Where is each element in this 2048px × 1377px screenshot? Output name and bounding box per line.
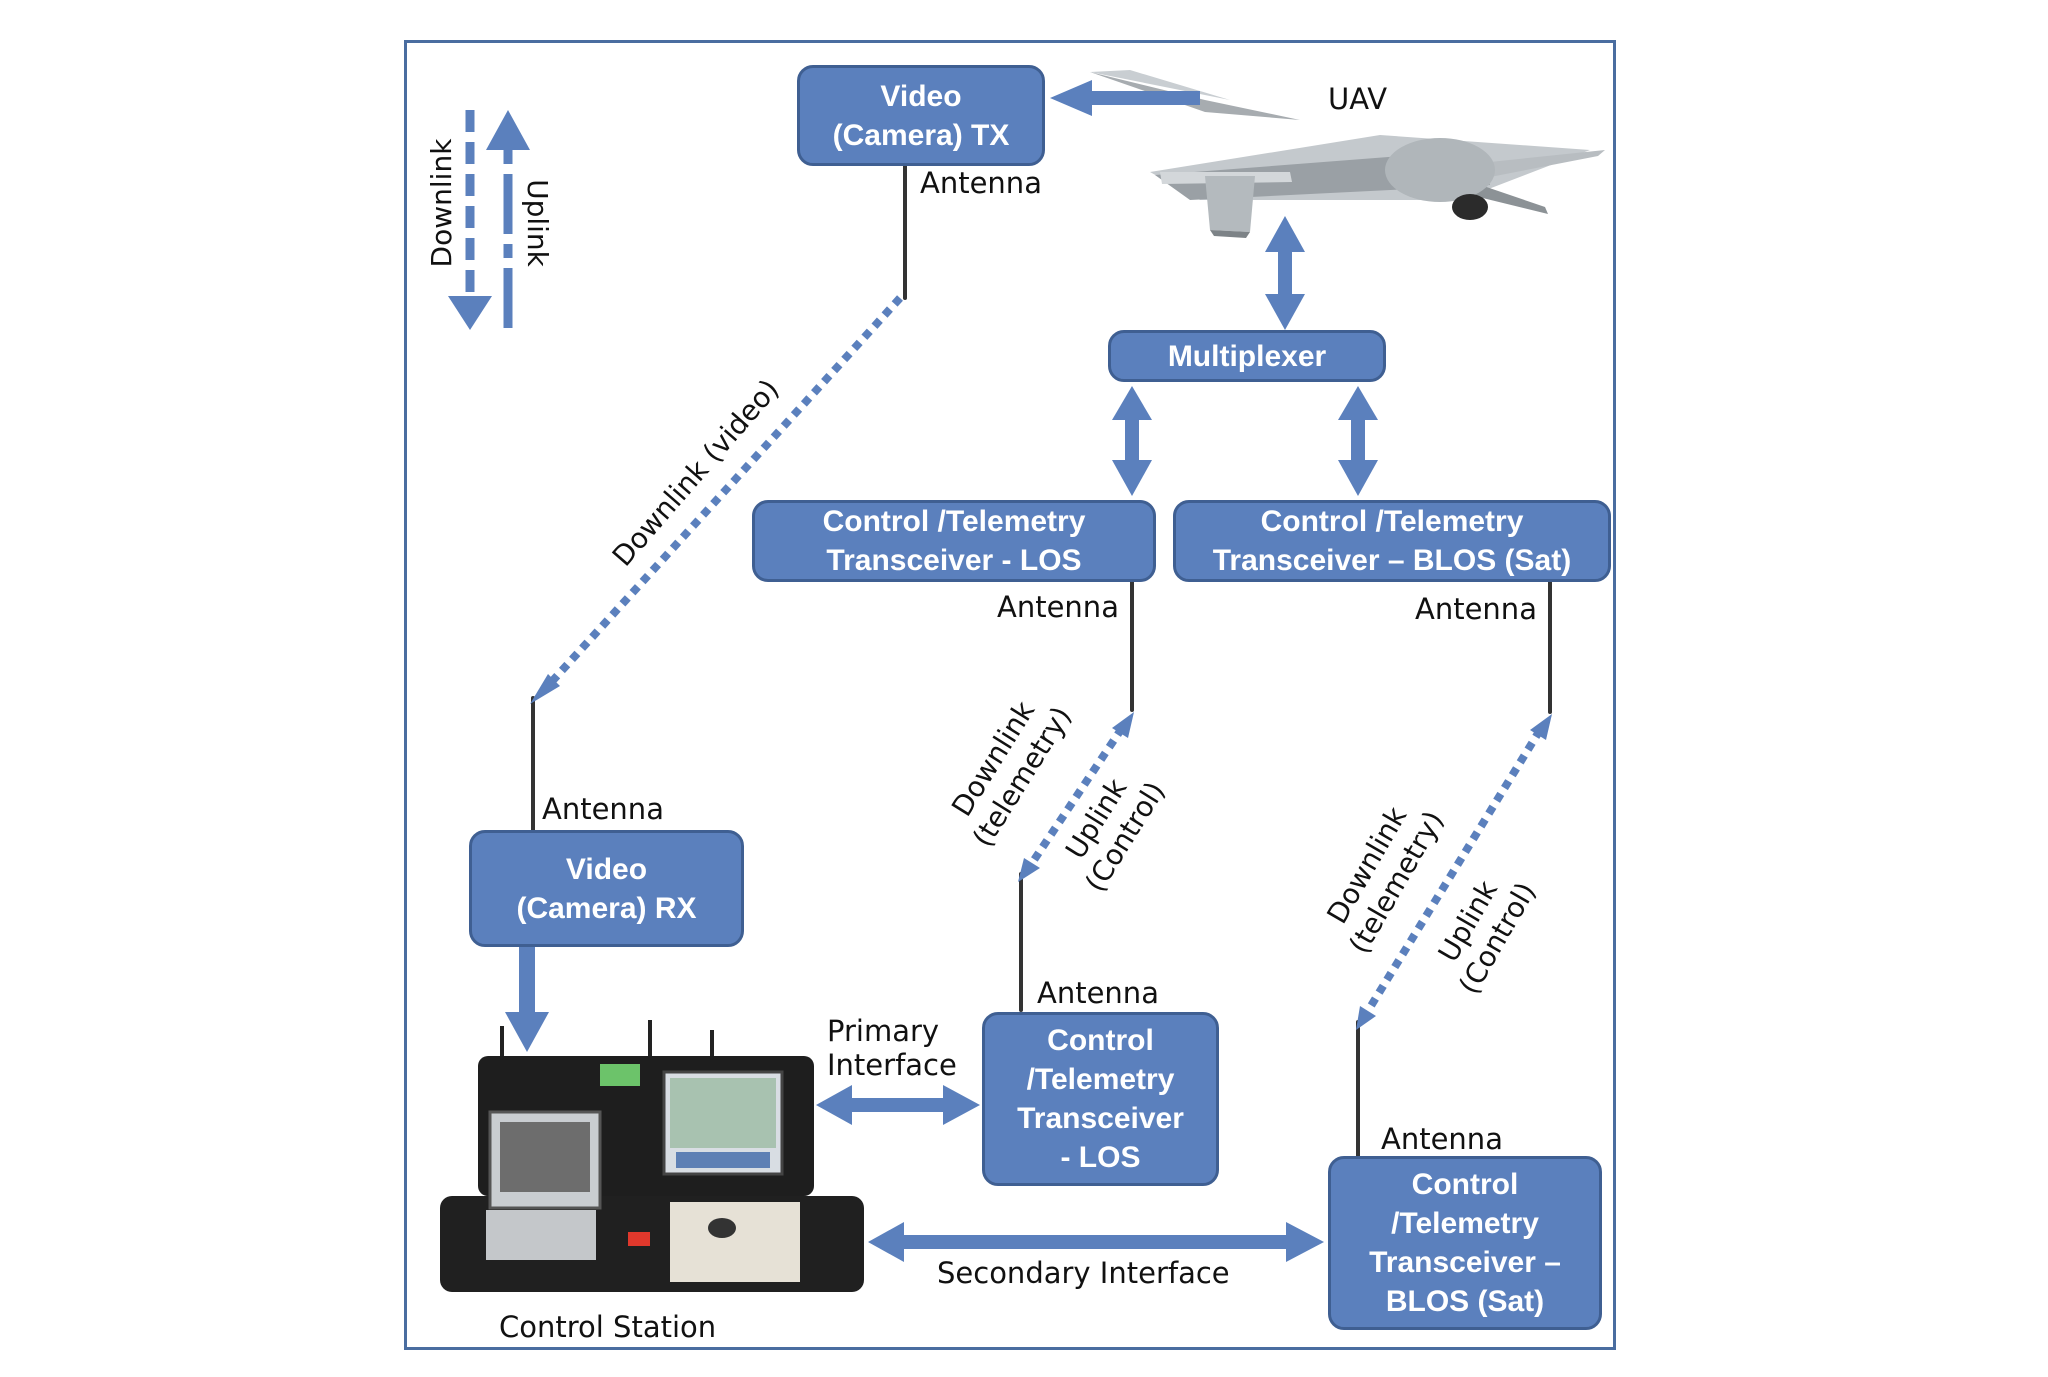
legend-downlink-arrow bbox=[448, 296, 492, 330]
antenna-label-blos-ground: Antenna bbox=[1381, 1122, 1503, 1156]
downlink-video-arrow bbox=[530, 674, 560, 704]
ctrl-los-air-line-1: Control /Telemetry bbox=[822, 505, 1086, 538]
multiplexer-label: Multiplexer bbox=[1167, 339, 1327, 373]
video-tx-box: Video (Camera) TX bbox=[797, 65, 1045, 166]
primary-interface-arrow bbox=[943, 1085, 980, 1125]
video-rx-to-station-arrow bbox=[505, 1012, 549, 1052]
ctrl-blos-ground-line-2: /Telemetry bbox=[1391, 1207, 1539, 1240]
ctrl-los-air-line-2: Transceiver - LOS bbox=[826, 544, 1082, 577]
uav-to-video-tx-arrow bbox=[1050, 80, 1092, 116]
primary-interface-label: Primary Interface bbox=[827, 1014, 957, 1082]
los-link-arrow bbox=[1018, 858, 1040, 882]
antenna-label-blos-air: Antenna bbox=[1415, 592, 1537, 626]
legend-uplink-arrow bbox=[486, 110, 530, 150]
antenna-label-video-rx: Antenna bbox=[542, 792, 664, 826]
antenna-label-los-ground: Antenna bbox=[1037, 976, 1159, 1010]
control-station-label: Control Station bbox=[499, 1310, 717, 1344]
video-rx-line-2: (Camera) RX bbox=[516, 891, 697, 925]
video-tx-line-2: (Camera) TX bbox=[832, 118, 1010, 152]
ctrl-blos-ground-line-3: Transceiver – bbox=[1369, 1246, 1561, 1279]
legend-uplink-label: Uplink bbox=[521, 179, 554, 267]
blos-link-arrow bbox=[1356, 1006, 1376, 1030]
diagram-frame bbox=[404, 40, 1616, 1350]
uav-multiplexer-arrow bbox=[1265, 294, 1305, 330]
ctrl-los-ground-line-1: Control bbox=[1047, 1024, 1154, 1057]
control-station-image bbox=[440, 1020, 864, 1292]
ctrl-blos-air-line-2: Transceiver – BLOS (Sat) bbox=[1212, 544, 1572, 577]
ctrl-los-ground-line-3: Transceiver bbox=[1017, 1102, 1184, 1135]
ctrl-blos-ground-line-4: BLOS (Sat) bbox=[1385, 1285, 1545, 1318]
multiplexer-box: Multiplexer bbox=[1108, 330, 1386, 382]
secondary-interface-arrow bbox=[1286, 1222, 1324, 1262]
video-rx-box: Video (Camera) RX bbox=[469, 830, 744, 947]
uav-image bbox=[1090, 70, 1605, 238]
ctrl-blos-air-line-1: Control /Telemetry bbox=[1260, 505, 1524, 538]
mux-blos-arrow bbox=[1338, 460, 1378, 496]
ctrl-los-ground-line-4: - LOS bbox=[1060, 1141, 1141, 1174]
video-tx-line-1: Video bbox=[880, 79, 962, 113]
primary-interface-line-1: Primary bbox=[827, 1014, 940, 1048]
antenna-label-los-air: Antenna bbox=[997, 590, 1119, 624]
mux-los-arrow bbox=[1112, 460, 1152, 496]
secondary-interface-label: Secondary Interface bbox=[937, 1256, 1230, 1290]
antenna-label-video-tx: Antenna bbox=[920, 166, 1042, 200]
primary-interface-line-2: Interface bbox=[827, 1048, 957, 1082]
ctrl-blos-ground-line-1: Control bbox=[1411, 1168, 1519, 1201]
ctrl-los-ground-line-2: /Telemetry bbox=[1026, 1063, 1175, 1096]
video-rx-line-1: Video bbox=[565, 852, 648, 886]
legend-downlink-label: Downlink bbox=[425, 138, 458, 268]
uav-label: UAV bbox=[1328, 82, 1388, 116]
